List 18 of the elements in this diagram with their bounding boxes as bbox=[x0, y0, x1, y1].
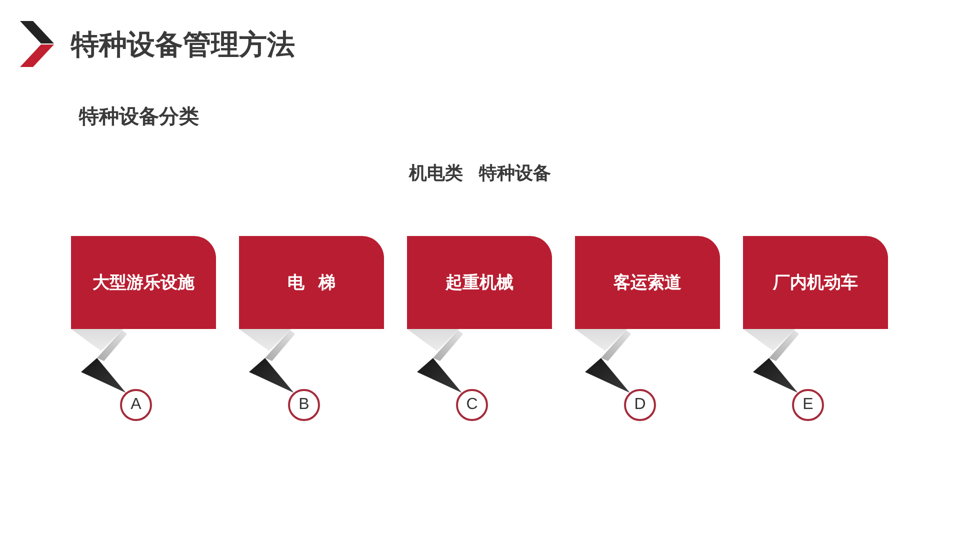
category-box: 起重机械 bbox=[407, 236, 552, 329]
folded-ribbon bbox=[407, 329, 463, 393]
section-heading: 特种设备分类 bbox=[79, 105, 199, 130]
category-box: 大型游乐设施 bbox=[71, 236, 216, 329]
folded-ribbon bbox=[575, 329, 631, 393]
category-box: 厂内机动车 bbox=[743, 236, 888, 329]
letter-circle: B bbox=[288, 389, 320, 421]
letter-circle: D bbox=[624, 389, 656, 421]
folded-ribbon bbox=[239, 329, 295, 393]
letter-circle: A bbox=[120, 389, 152, 421]
group-heading: 机电类 特种设备 bbox=[409, 162, 551, 185]
letter-circle: E bbox=[792, 389, 824, 421]
category-box: 电 梯 bbox=[239, 236, 384, 329]
letter-circle: C bbox=[456, 389, 488, 421]
category-box: 客运索道 bbox=[575, 236, 720, 329]
folded-ribbon bbox=[743, 329, 799, 393]
slide-title: 特种设备管理方法 bbox=[71, 28, 295, 62]
folded-ribbon bbox=[71, 329, 127, 393]
